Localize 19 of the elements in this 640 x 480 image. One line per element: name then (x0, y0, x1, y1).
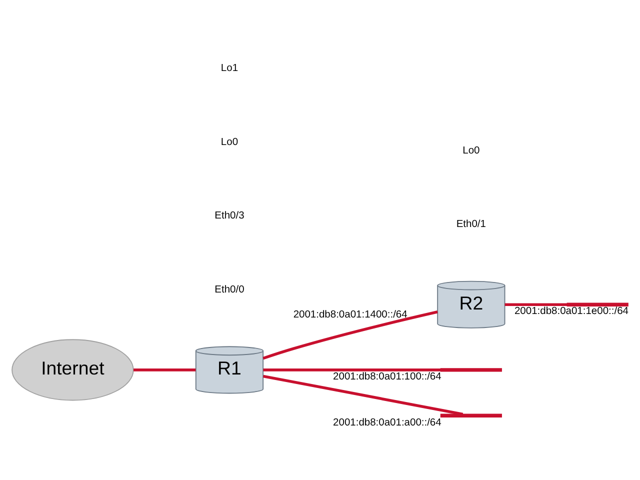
node-bar (566, 302, 628, 306)
node-label: 2001:db8:0a01:100::/64 (333, 372, 442, 383)
node-label: 2001:db8:0a01:a00::/64 (333, 417, 442, 428)
edge-label: 2001:db8:0a01:1400::/64 (293, 310, 408, 320)
label: Eth0/0 (214, 284, 244, 296)
connector (263, 368, 441, 372)
node-ellipse: Internet (12, 339, 134, 401)
connector (263, 374, 464, 416)
node-bar (440, 414, 502, 418)
connector (134, 368, 196, 372)
connector (504, 303, 568, 306)
label: Lo0 (220, 136, 238, 148)
label: Lo0 (462, 145, 480, 156)
node-label: 2001:db8:0a01:1e00::/64 (514, 306, 628, 318)
connector (262, 310, 438, 360)
label: Eth0/3 (214, 210, 244, 222)
node-bar (440, 368, 502, 372)
label: Lo1 (220, 63, 238, 74)
label: Eth0/1 (456, 218, 486, 230)
